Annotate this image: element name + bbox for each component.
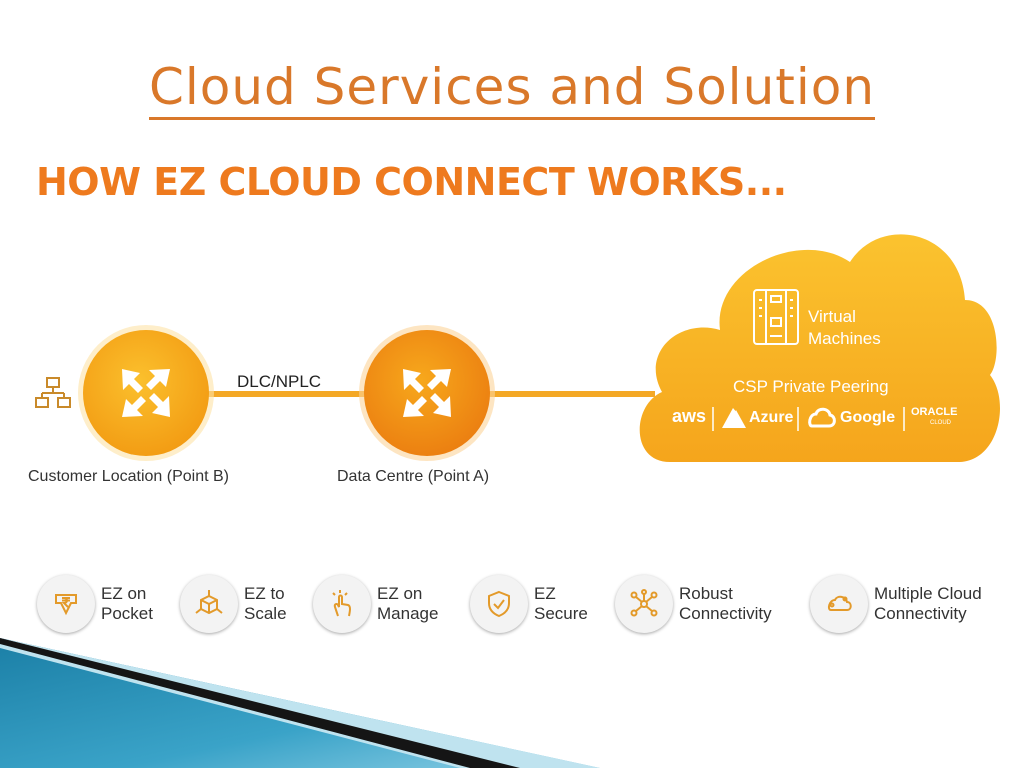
arrows-inward-icon	[403, 369, 451, 417]
network-nodes-icon	[615, 575, 673, 633]
scale-cube-icon	[180, 575, 238, 633]
node-customer-location	[78, 325, 214, 461]
node-data-centre	[359, 325, 495, 461]
link-line-b-to-a	[205, 391, 370, 397]
vm-label-line2: Machines	[808, 329, 881, 348]
cloud-link-icon	[810, 575, 868, 633]
provider-oracle-cloud: CLOUD	[930, 420, 952, 426]
peering-label: CSP Private Peering	[733, 377, 889, 396]
feature-label-line2: Scale	[244, 604, 287, 623]
node-label-datacentre: Data Centre (Point A)	[337, 468, 490, 485]
vm-label-line1: Virtual	[808, 307, 856, 326]
azure-logo-icon	[722, 408, 746, 428]
provider-azure: Azure	[749, 409, 794, 426]
provider-dividers	[712, 407, 905, 431]
feature-label-line1: EZ	[534, 584, 556, 603]
network-diagram	[35, 234, 1000, 462]
node-label-customer: Customer Location (Point B)	[28, 468, 229, 485]
feature-label-line1: Multiple Cloud	[874, 584, 982, 603]
subtitle: HOW EZ CLOUD CONNECT WORKS...	[36, 160, 787, 204]
footer-decoration	[0, 638, 600, 768]
feature-label-line1: EZ on	[377, 584, 423, 603]
feature-label-line2: Manage	[377, 604, 439, 623]
shield-check-icon	[470, 575, 528, 633]
cloud-shape	[639, 234, 1000, 462]
feature-label-line2: Pocket	[101, 604, 153, 623]
feature-label-line1: Robust	[679, 584, 733, 603]
network-icon	[35, 377, 71, 408]
feature-label-line1: EZ to	[244, 584, 285, 603]
provider-oracle: ORACLE	[911, 406, 958, 418]
arrows-inward-icon	[122, 369, 170, 417]
provider-aws: aws	[672, 406, 707, 426]
feature-label-line1: EZ on	[101, 584, 147, 603]
server-rack-icon	[753, 289, 799, 345]
feature-label-line2: Secure	[534, 604, 588, 623]
feature-label-line2: Connectivity	[874, 604, 967, 623]
slide-title: Cloud Services and Solution	[0, 58, 1024, 120]
feature-label-line2: Connectivity	[679, 604, 772, 623]
rupee-down-icon	[37, 575, 95, 633]
link-label: DLC/NPLC	[237, 372, 322, 391]
hand-click-icon	[313, 575, 371, 633]
link-line-a-to-cloud	[480, 391, 655, 397]
provider-google: Google	[840, 409, 896, 426]
google-cloud-icon	[808, 407, 836, 428]
